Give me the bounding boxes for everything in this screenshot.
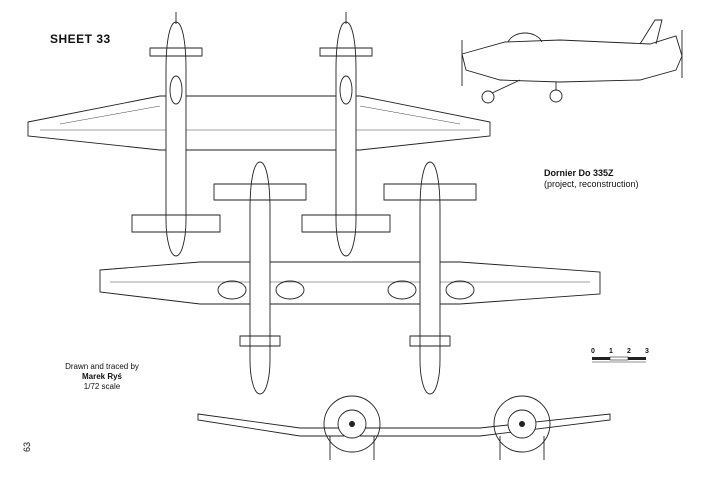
credits-block: Drawn and traced by Marek Ryś 1/72 scale (58, 362, 146, 392)
lower-left-fuselage (249, 161, 271, 395)
lower-right-fuselage (419, 161, 441, 395)
lower-right-front-plane (409, 335, 451, 347)
aircraft-note: (project, reconstruction) (544, 179, 639, 189)
lower-left-front-plane (239, 335, 281, 347)
bottom-view-drawing (99, 161, 601, 395)
side-main-wheel (549, 89, 563, 103)
side-canopy (507, 32, 543, 43)
wing-panel-line (59, 105, 161, 125)
nacelle-outline (275, 280, 305, 300)
left-front-tailplane (149, 47, 203, 57)
left-fuselage-outline (165, 21, 187, 257)
front-left-spinner (349, 421, 355, 427)
credits-scale: 1/72 scale (83, 382, 121, 391)
lower-wing-outline (99, 261, 601, 305)
scale-tick-label: 3 (645, 348, 649, 355)
credits-line: Drawn and traced by (65, 362, 139, 371)
right-fuselage-outline (335, 21, 357, 257)
lower-left-tailplane (213, 183, 307, 201)
aircraft-name: Dornier Do 335Z (544, 168, 614, 178)
nacelle-outline (387, 280, 417, 300)
right-rear-tailplane (301, 214, 391, 233)
front-right-propeller-disc (493, 395, 551, 453)
scale-segment (628, 357, 646, 360)
scale-segment (592, 357, 610, 360)
aircraft-caption: Dornier Do 335Z (project, reconstruction… (544, 168, 639, 190)
scale-bar (592, 356, 646, 363)
front-view-drawing (197, 395, 611, 460)
sheet-label: SHEET 33 (50, 32, 111, 46)
front-right-spinner (519, 421, 525, 427)
nacelle-outline (445, 280, 475, 300)
scale-tick-label: 2 (627, 348, 631, 355)
center-wing-outline (27, 95, 491, 151)
left-rear-tailplane (131, 214, 221, 233)
top-view-drawing (27, 12, 491, 257)
wing-panel-line (359, 105, 461, 125)
lower-right-tailplane (383, 183, 477, 201)
side-nose-gear-leg (489, 79, 521, 95)
side-view-drawing (461, 19, 683, 104)
side-tail-fin (639, 19, 663, 45)
side-fuselage-outline (461, 35, 683, 83)
scale-segment (609, 356, 629, 361)
scale-tick-label: 1 (609, 348, 613, 355)
credits-author: Marek Ryś (81, 372, 123, 381)
nacelle-outline (217, 280, 247, 300)
left-cockpit-canopy (169, 75, 183, 105)
right-front-tailplane (319, 47, 373, 57)
side-nose-wheel (481, 90, 495, 104)
front-left-propeller-disc (323, 395, 381, 453)
scale-tick-label: 0 (591, 348, 595, 355)
right-cockpit-canopy (339, 75, 353, 105)
